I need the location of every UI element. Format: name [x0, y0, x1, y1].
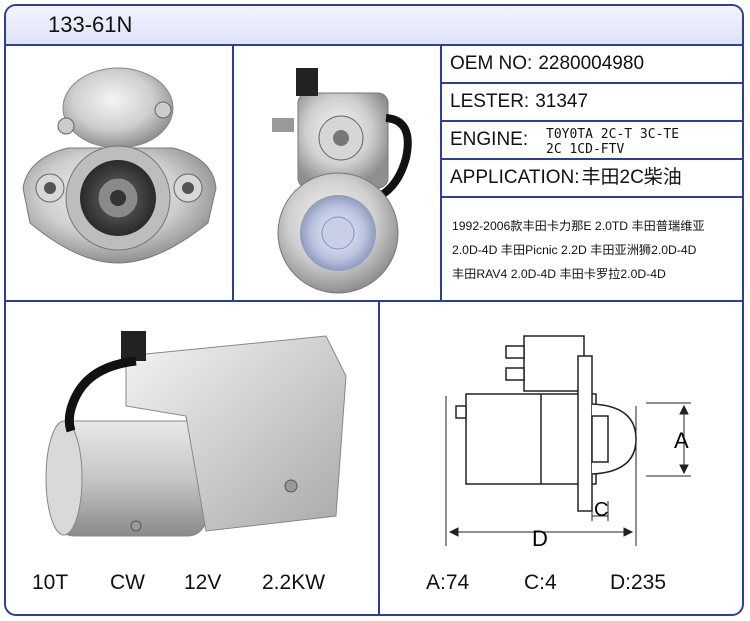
application-list: 1992-2006款丰田卡力那E 2.0TD 丰田普瑞维亚 2.0D-4D 丰田… [452, 214, 742, 286]
starter-front-view-image [22, 67, 217, 264]
label-c: C [594, 499, 608, 521]
oem-value: 2280004980 [538, 53, 645, 74]
engine-value: T0Y0TA 2C-T 3C-TE 2C 1CD-FTV [546, 127, 679, 157]
part-number-title: 133-61N [48, 12, 133, 37]
rotation: CW [110, 571, 145, 594]
starter-side-view-image [45, 331, 347, 537]
dimension-a: A:74 [426, 571, 470, 594]
engine-label: ENGINE: [450, 129, 529, 150]
lester-label: LESTER: [450, 91, 530, 112]
power: 2.2KW [262, 571, 326, 594]
application-line: 2.0D-4D 丰田Picnic 2.2D 丰田亚洲狮2.0D-4D [452, 243, 697, 257]
divider-v1 [232, 44, 234, 302]
oem-label: OEM NO: [450, 53, 533, 74]
divider-v-bottom [378, 302, 380, 614]
lester-value: 31347 [535, 91, 589, 112]
dimension-c: C:4 [524, 571, 557, 594]
label-a: A [674, 428, 689, 453]
application-row: APPLICATION:丰田2C柴油 [442, 160, 742, 198]
voltage: 12V [184, 571, 222, 594]
lester-row: LESTER:31347 [442, 84, 742, 122]
teeth-count: 10T [32, 571, 69, 594]
application-line: 丰田RAV4 2.0D-4D 丰田卡罗拉2.0D-4D [452, 267, 666, 281]
engine-row: ENGINE: [442, 122, 742, 160]
application-line: 1992-2006款丰田卡力那E 2.0TD 丰田普瑞维亚 [452, 219, 705, 233]
header-bar: 133-61N [6, 6, 742, 46]
label-d: D [532, 526, 548, 551]
engine-value-line2: 2C 1CD-FTV [546, 142, 625, 157]
engine-value-line1: T0Y0TA 2C-T 3C-TE [546, 127, 680, 142]
dimension-diagram: D A C [445, 335, 691, 551]
divider-v2 [440, 44, 442, 302]
dimension-d: D:235 [610, 571, 667, 594]
application-value: 丰田2C柴油 [581, 167, 682, 188]
starter-rear-view-image [272, 68, 412, 294]
product-card: 133-61N [4, 4, 744, 616]
oem-row: OEM NO:2280004980 [442, 46, 742, 84]
divider-h-mid [6, 300, 742, 302]
application-label: APPLICATION: [450, 167, 580, 188]
